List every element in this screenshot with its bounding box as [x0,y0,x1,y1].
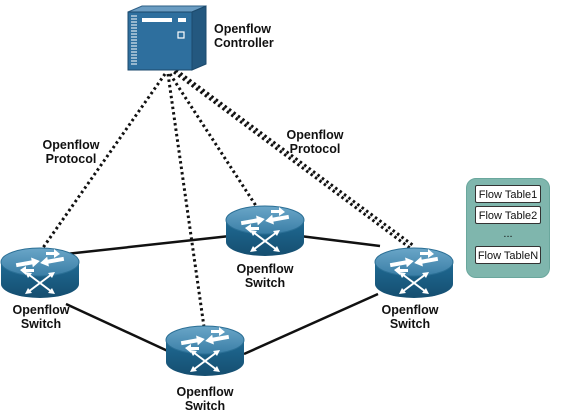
switch-label-left: Openflow Switch [12,303,70,331]
flow-table-1: Flow Table1 [475,185,541,203]
flow-table-2: Flow Table2 [475,206,541,224]
protocol-line-center [168,73,262,213]
controller-label-line2: Controller [214,36,274,50]
protocol-label-right: Openflow Protocol [286,128,344,156]
link-left-bottom [65,302,171,354]
router-icon [225,205,305,257]
link-left-center [65,234,231,256]
switch-label-right: Openflow Switch [381,303,439,331]
controller-label-line1: Openflow [214,22,271,36]
protocol-label-left: Openflow Protocol [42,138,100,166]
server-tower-icon [127,5,207,71]
flow-table-n: Flow TableN [475,246,541,264]
switch-links [65,234,381,356]
link-bottom-right [243,292,379,356]
switch-label-center: Openflow Switch [236,262,294,290]
link-center-right [299,234,381,248]
switch-label-bottom: Openflow Switch [176,385,234,413]
controller-label: Openflow Controller [214,22,274,50]
router-icon [0,247,80,299]
flow-table-ellipsis: ... [503,228,513,240]
router-icon [165,325,245,377]
flow-table-panel: Flow Table1 Flow Table2 ... Flow TableN [466,178,550,278]
protocol-line-bottom [166,73,207,335]
router-icon [374,247,454,299]
protocol-lines [38,68,415,335]
